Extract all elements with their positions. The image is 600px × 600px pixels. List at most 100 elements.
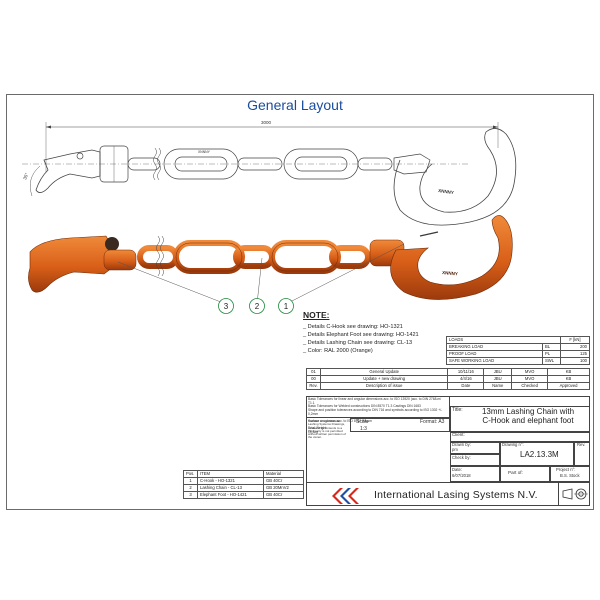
part-material: GB 20MnV2 [263,484,304,492]
revision-cell: KB [547,368,590,376]
load-value: 100 [560,357,590,365]
link-marking: XNNNY [198,150,211,154]
check-by-label: Check by: [452,455,471,460]
part-position: 1 [183,477,198,485]
part-position: 3 [183,491,198,499]
revision-header-cell: Rev. [306,382,321,390]
scale-label: Scale [356,419,369,425]
notes-list: _ Details C-Hook see drawing: HO-1321 _ D… [303,323,419,355]
scale-value: 1:3 [360,426,367,432]
drawing-number: LA2.13.3M [520,450,559,459]
company-name: International Lasing Systems N.V. [374,489,538,501]
load-name: BREAKING LOAD [446,343,543,351]
drawing-title: 13mm Lashing Chain with C-Hook and eleph… [481,407,575,426]
revision-cell: 4/4/16 [447,375,485,383]
load-name: SAFE WORKING LOAD [446,357,543,365]
revision-cell: MVO [511,368,549,376]
rev-label: Rev. [577,442,586,447]
revision-header-cell: Date [447,382,485,390]
revision-cell: JBU [483,375,513,383]
tolerance-line: Basic Tolerances for linear and angular … [308,397,442,405]
revision-cell: 00 [306,375,321,383]
note-item: _ Details C-Hook see drawing: HO-1321 [303,324,403,330]
revision-cell: General Update [319,368,449,376]
client-label: Client: [452,432,465,437]
drawn-by-label: Drawn by: [452,442,471,447]
tolerance-line: Basic Tolerances for Welded construction… [308,404,421,409]
parts-header-pos: Pos. [183,470,198,478]
revision-cell: MVO [511,375,549,383]
copyright-notice: Transfer of International Lashing System… [308,419,346,440]
part-of-label: Part of: [508,470,523,475]
drawing-frame [6,94,594,510]
loads-unit-header: F [kN] [560,336,590,344]
tolerance-line: Surface roughness acc. to ISO 8762 Ra µm [308,418,372,423]
load-symbol: SWL [542,357,561,365]
hook-marking-line: XNNNY [438,188,454,195]
revision-header-cell: Checked [511,382,549,390]
load-name: PROOF LOAD [446,350,543,358]
revision-header-cell: Description of issue [319,382,449,390]
part-position: 2 [183,484,198,492]
notes: NOTE: _ Details C-Hook see drawing: HO-1… [303,310,419,355]
company-logo [332,488,359,504]
title-label: Title: [452,407,463,413]
tolerance-line: Total Weight: [308,426,327,430]
overall-length-dimension: 3000 [261,120,272,125]
projection-symbol-icon [562,488,588,500]
load-symbol: PL [542,350,561,358]
hook-marking-render: XNNNY [442,270,458,276]
format-value: Format: A3 [420,419,445,425]
revision-cell: Update + new drawing [319,375,449,383]
tolerance-notes: Basic Tolerances for linear and angular … [308,397,448,434]
angle-dimension: 35° [22,172,29,180]
revision-header-cell: Approved [547,382,590,390]
revision-header-cell: Name [483,382,513,390]
project-value: B.S. Stock [560,473,580,478]
tolerance-line: Shape and position tolerances according … [308,407,443,416]
load-symbol: BL [542,343,561,351]
date-label: Date: [452,467,463,472]
date-value: 6/07/2018 [452,473,471,478]
balloon-1: 1 [284,302,289,311]
revision-cell: JBU [483,368,513,376]
parts-header-material: Material [263,470,304,478]
parts-header-item: ITEM [197,470,264,478]
notes-heading: NOTE: [303,310,330,320]
drawing-number-label: Drawing n°: [502,442,524,447]
revision-cell: 10/11/16 [447,368,485,376]
tolerance-line: 10,4kg [308,429,318,434]
revision-cell: 01 [306,368,321,376]
revision-cell: KB [547,375,590,383]
part-item: Lashing Chain - CL-13 [197,484,264,492]
load-value: 200 [560,343,590,351]
note-item: _ Details Elephant Foot see drawing: HO-… [303,332,419,339]
part-item: C-Hook - HO-1321 [197,477,264,485]
note-item: _ Details Lashing Chain see drawing: CL-… [303,340,413,347]
load-value: 125 [560,350,590,358]
part-item: Elephant Foot - HO-1421 [197,491,264,499]
project-label: Project n°: [556,467,576,472]
balloon-3: 3 [224,302,229,311]
part-material: GB 40Cr [263,477,304,485]
balloon-2: 2 [255,302,260,311]
drawn-by-value: pm [452,447,458,452]
note-item: _ Color: RAL 2000 (Orange) [303,348,373,355]
loads-header: LOADS [446,336,561,344]
part-material: GB 40Cr [263,491,304,499]
